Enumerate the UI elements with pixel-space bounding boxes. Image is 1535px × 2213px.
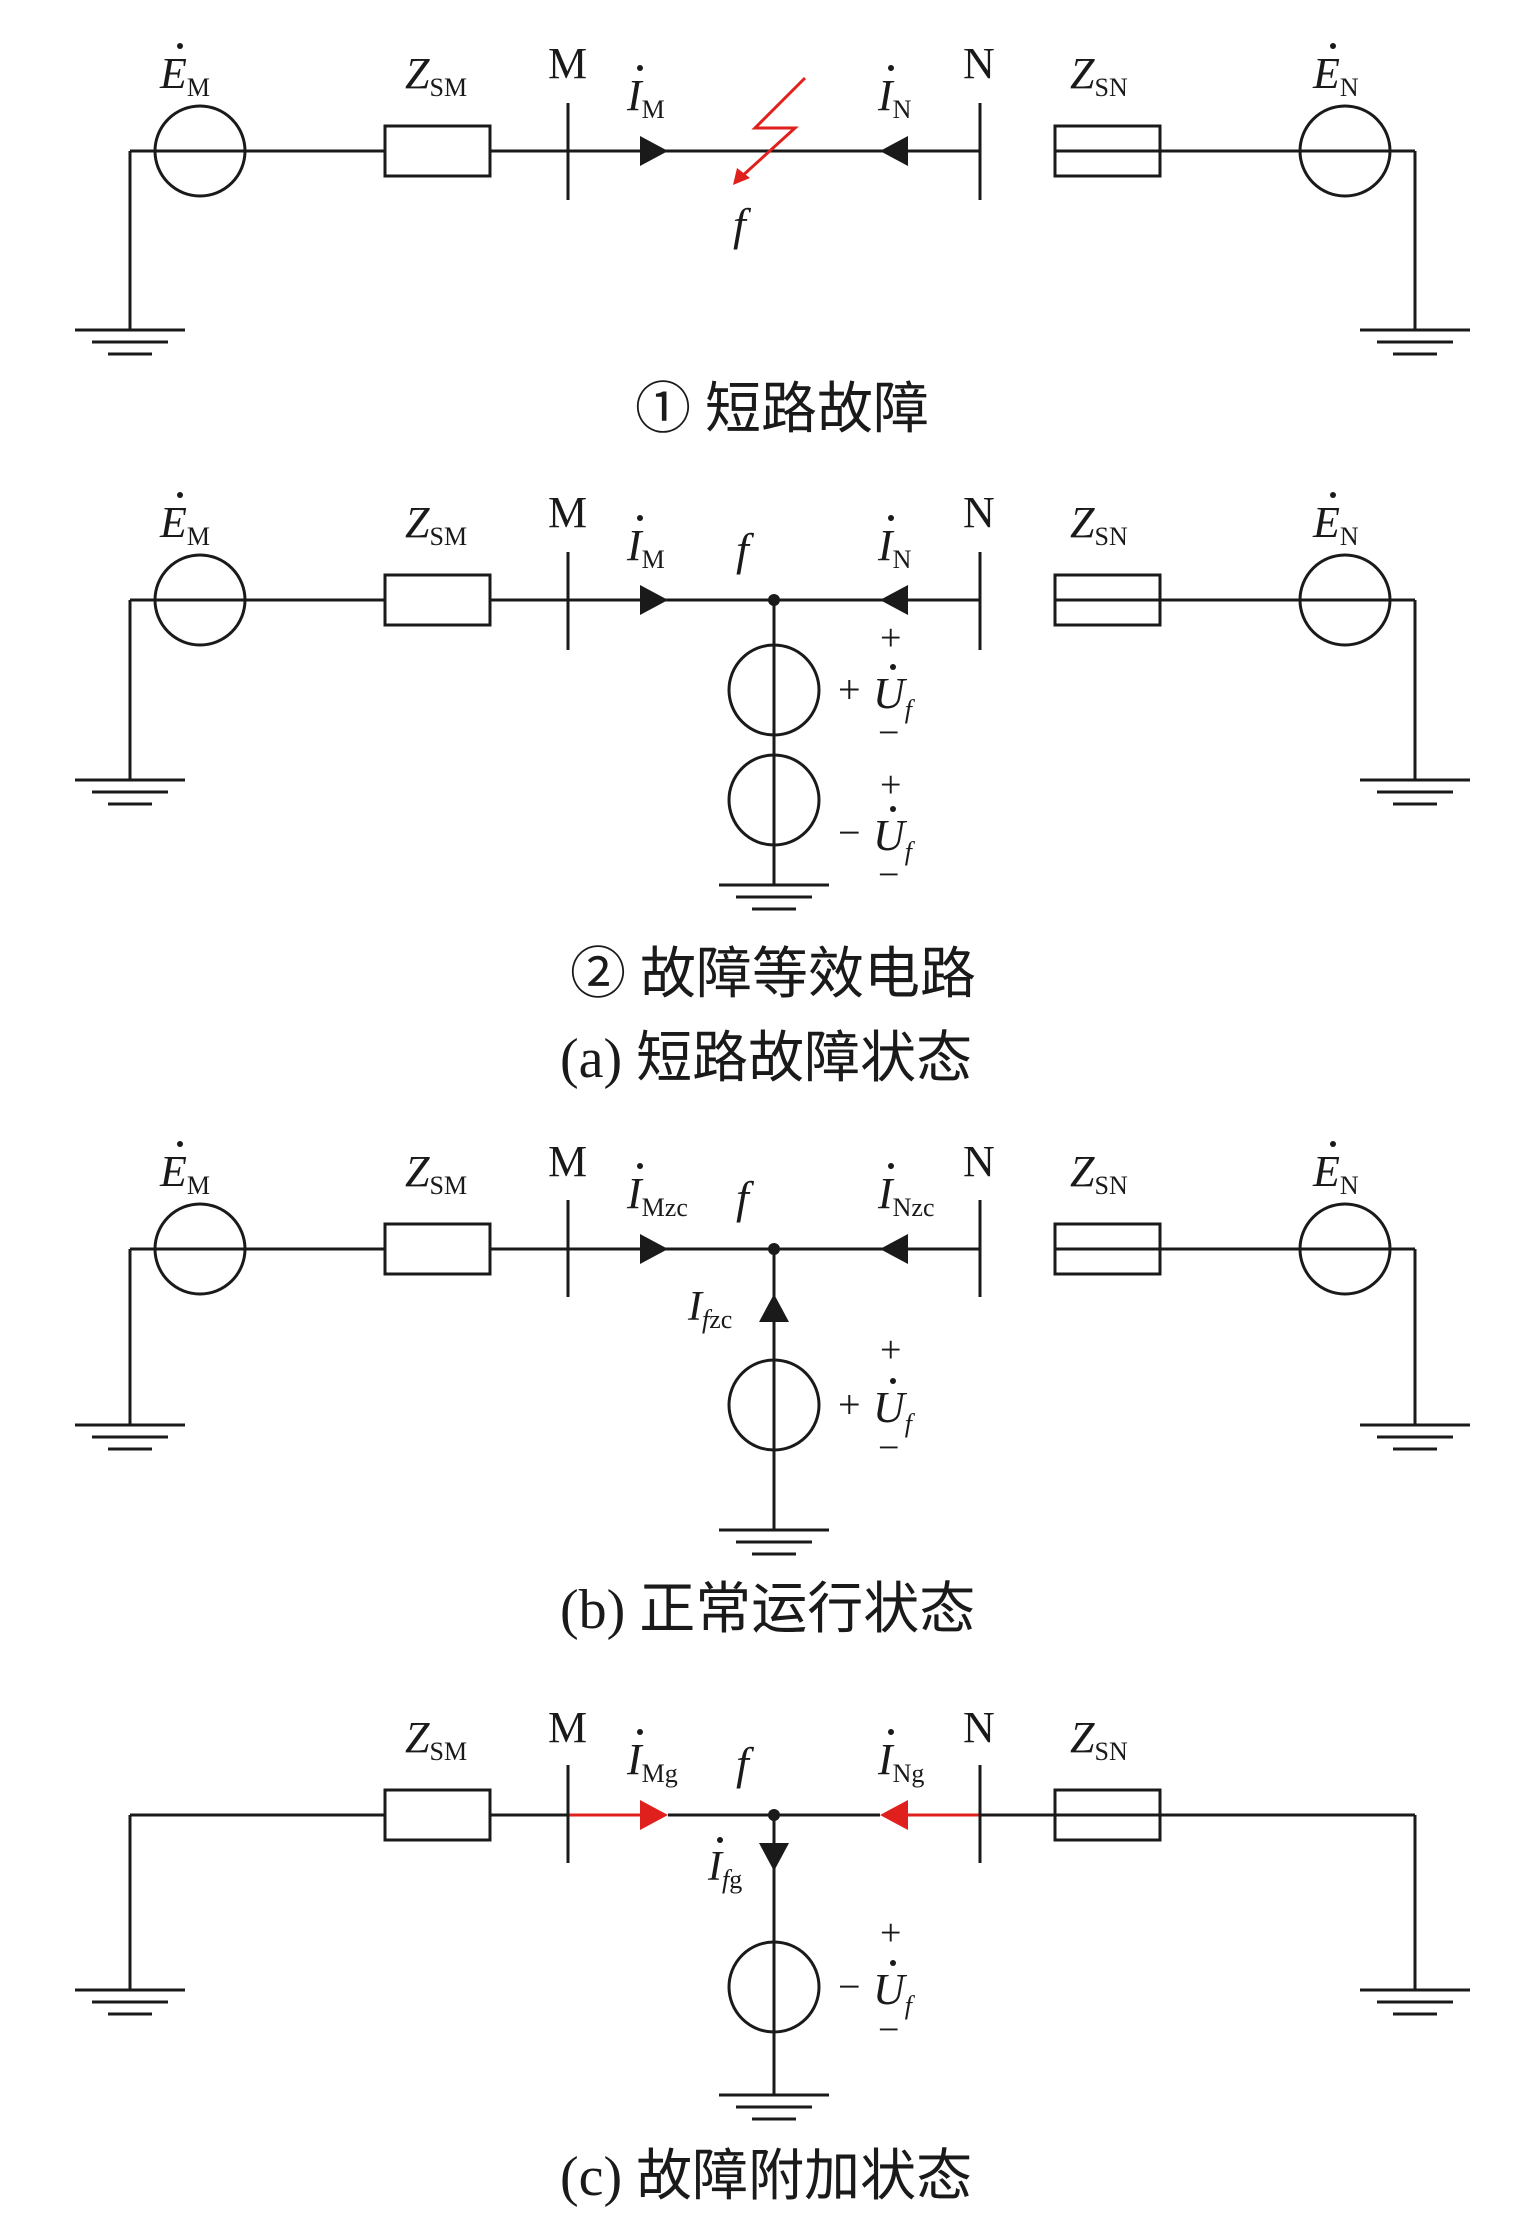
svg-text:IM: IM <box>626 521 665 574</box>
arrow-in <box>880 136 908 166</box>
label-m: M <box>548 39 587 88</box>
svg-text:EM: EM <box>159 49 210 102</box>
svg-text:ZSM: ZSM <box>405 1147 467 1200</box>
svg-text:N: N <box>963 1703 995 1752</box>
ground-symbol <box>1358 328 1472 356</box>
svg-text:EN: EN <box>1312 498 1359 551</box>
svg-text:ZSM: ZSM <box>405 498 467 551</box>
ground-symbol <box>1358 1988 1472 2016</box>
svg-text:ZSN: ZSN <box>1070 498 1128 551</box>
svg-text:IN: IN <box>877 71 912 124</box>
svg-text:IN: IN <box>877 521 912 574</box>
impedance-zsn <box>1053 1222 1162 1276</box>
ground-symbol <box>1358 1423 1472 1451</box>
svg-text:EM: EM <box>159 498 210 551</box>
svg-text:+: + <box>880 617 901 659</box>
svg-text:EM: EM <box>159 1147 210 1200</box>
svg-text:−: − <box>878 854 899 896</box>
svg-text:IM: IM <box>626 71 665 124</box>
svg-text:N: N <box>963 488 995 537</box>
impedance-zsn <box>1053 124 1162 178</box>
arrow-in <box>880 585 908 615</box>
ground-symbol <box>73 1423 187 1451</box>
svg-text:−: − <box>838 1964 861 2009</box>
svg-text:ZSM: ZSM <box>405 49 467 102</box>
arrow-img <box>640 1800 668 1830</box>
impedance-zsm <box>383 573 492 627</box>
arrow-imzc <box>640 1234 668 1264</box>
svg-text:ZSN: ZSN <box>1070 1713 1128 1766</box>
impedance-zsm <box>383 1788 492 1842</box>
caption-c: (c) 故障附加状态 <box>560 2146 972 2208</box>
ground-symbol <box>717 1528 831 1556</box>
source-uf-negative <box>727 1940 821 2034</box>
svg-text:Ifg: Ifg <box>707 1844 742 1894</box>
svg-text:+: + <box>838 667 861 712</box>
impedance-zsm <box>383 124 492 178</box>
ground-symbol <box>717 2093 831 2121</box>
svg-text:INzc: INzc <box>877 1169 935 1222</box>
arrow-ifg <box>759 1843 789 1871</box>
svg-text:IMg: IMg <box>626 1735 678 1788</box>
arrow-ifzc <box>759 1294 789 1322</box>
svg-text:f: f <box>736 524 755 575</box>
panel-short-circuit: EM ZSM M IM IN N ZSN EN f ① 短路故障 <box>73 39 1472 441</box>
svg-text:Uf: Uf <box>873 811 916 866</box>
svg-text:M: M <box>548 1703 587 1752</box>
svg-text:Uf: Uf <box>873 1965 916 2020</box>
ground-symbol <box>73 328 187 356</box>
source-uf-positive <box>727 643 821 737</box>
caption-a: (a) 短路故障状态 <box>560 1028 972 1090</box>
svg-text:f: f <box>736 1172 755 1223</box>
impedance-zsm <box>383 1222 492 1276</box>
fault-point-label: f <box>733 199 752 250</box>
svg-text:+: + <box>880 1329 901 1371</box>
panel-normal-operation: EM ZSM M IMzc f INzc N ZSN EN Ifzc + + U… <box>73 1137 1472 1641</box>
svg-text:−: − <box>878 2009 899 2051</box>
source-uf-positive <box>727 1358 821 1452</box>
svg-text:+: + <box>838 1382 861 1427</box>
impedance-zsn <box>1053 573 1162 627</box>
svg-text:IMzc: IMzc <box>626 1169 688 1222</box>
svg-text:+: + <box>880 1912 901 1954</box>
panel-equivalent-circuit: EM ZSM M IM f IN N ZSN EN + + Uf − + − U… <box>73 488 1472 1006</box>
source-uf-negative <box>727 753 821 847</box>
svg-text:−: − <box>878 1427 899 1469</box>
svg-text:f: f <box>736 1738 755 1789</box>
svg-text:ZSN: ZSN <box>1070 49 1128 102</box>
svg-text:N: N <box>963 1137 995 1186</box>
svg-text:−: − <box>878 712 899 754</box>
arrow-ing <box>880 1800 908 1830</box>
caption-short-circuit: ① 短路故障 <box>635 379 929 441</box>
svg-text:INg: INg <box>877 1735 924 1788</box>
svg-text:M: M <box>548 488 587 537</box>
svg-text:M: M <box>548 1137 587 1186</box>
svg-text:EN: EN <box>1312 1147 1359 1200</box>
ground-symbol <box>1358 778 1472 806</box>
svg-text:Ifzc: Ifzc <box>687 1284 732 1334</box>
label-n: N <box>963 39 995 88</box>
arrow-im <box>640 136 668 166</box>
svg-text:+: + <box>880 764 901 806</box>
ground-symbol <box>73 778 187 806</box>
svg-text:Uf: Uf <box>873 1383 916 1438</box>
ground-symbol <box>73 1988 187 2016</box>
svg-text:−: − <box>838 810 861 855</box>
arrow-im <box>640 585 668 615</box>
panel-fault-superimposed: ZSM M IMg f INg N ZSN Ifg + − Uf − (c) 故… <box>73 1703 1472 2208</box>
fault-lightning <box>733 76 807 185</box>
svg-text:ZSN: ZSN <box>1070 1147 1128 1200</box>
svg-text:ZSM: ZSM <box>405 1713 467 1766</box>
svg-text:Uf: Uf <box>873 669 916 724</box>
arrow-inzc <box>880 1234 908 1264</box>
svg-text:EN: EN <box>1312 49 1359 102</box>
caption-equivalent-circuit: ② 故障等效电路 <box>570 944 976 1006</box>
caption-b: (b) 正常运行状态 <box>560 1579 975 1641</box>
ground-symbol <box>717 883 831 911</box>
